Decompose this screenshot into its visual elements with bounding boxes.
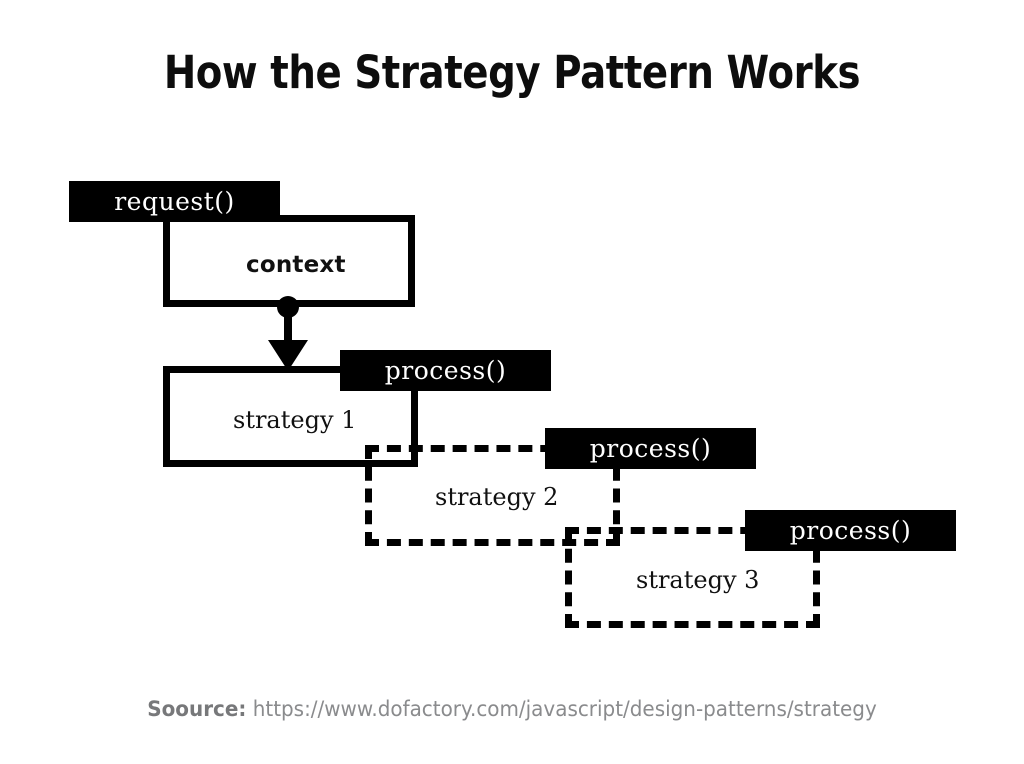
strategy-2-operation-banner: process(): [545, 428, 756, 469]
strategy-1-operation-label: process(): [384, 356, 507, 385]
context-body-label: context: [246, 252, 346, 278]
strategy-2-box: [365, 445, 620, 546]
page-title: How the Strategy Pattern Works: [163, 46, 861, 99]
strategy-1-operation-banner: process(): [340, 350, 551, 391]
source-label: Soource:: [147, 697, 247, 721]
strategy-3-operation-label: process(): [789, 516, 912, 545]
strategy-3-operation-banner: process(): [745, 510, 956, 551]
source-attribution: Soource: https://www.dofactory.com/javas…: [26, 697, 999, 721]
source-url: https://www.dofactory.com/javascript/des…: [252, 697, 877, 721]
context-operation-banner: request(): [69, 181, 280, 222]
strategy-1-body-label: strategy 1: [233, 406, 357, 434]
strategy-2-operation-label: process(): [589, 434, 712, 463]
context-operation-label: request(): [114, 187, 235, 216]
strategy-2-body-label: strategy 2: [435, 483, 559, 511]
strategy-3-body-label: strategy 3: [636, 566, 760, 594]
context-box: [163, 215, 415, 307]
strategy-3-box: [565, 527, 820, 628]
